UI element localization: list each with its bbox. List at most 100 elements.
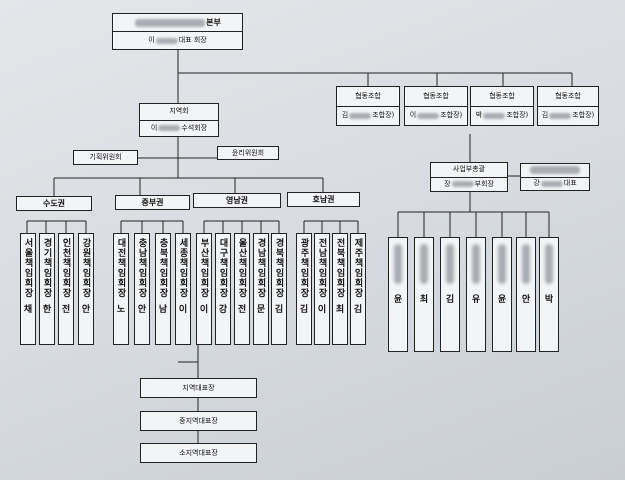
area-label: 영남권 xyxy=(225,195,249,205)
redacted-name xyxy=(530,166,580,175)
leader-name: 이 xyxy=(199,305,209,315)
staff-column: 박 xyxy=(539,237,559,352)
redacted-name xyxy=(446,244,454,284)
ethics-committee-label: 윤리위원회 xyxy=(231,148,265,157)
leader-title: 경남책임회장 xyxy=(255,238,266,298)
area-label: 수도권 xyxy=(42,198,66,208)
leader-name: 이 xyxy=(317,305,327,315)
redacted-name xyxy=(135,18,206,27)
redacted-name xyxy=(155,37,178,44)
business-role: 부회장 xyxy=(474,179,494,188)
union-role: 조합장) xyxy=(572,111,595,120)
area-header-honam: 호남권 xyxy=(287,192,360,207)
leader-name: 안 xyxy=(81,305,91,315)
staff-column: 유 xyxy=(466,237,486,352)
leader-title: 세종책임회장 xyxy=(177,238,188,298)
leader-name: 노 xyxy=(116,305,126,315)
union-box-1: 협동조합 김 조합장) xyxy=(336,86,400,126)
staff-name: 안 xyxy=(521,295,531,305)
redacted-name xyxy=(522,244,530,284)
leader-title: 울산책임회장 xyxy=(236,238,247,298)
redacted-name xyxy=(540,180,563,187)
redacted-name xyxy=(158,125,181,132)
redacted-name xyxy=(545,244,553,284)
leader-title: 경기책임회장 xyxy=(41,238,52,298)
redacted-name xyxy=(417,112,440,119)
leader-title: 강원책임회장 xyxy=(80,238,91,298)
leader-title: 서울책임회장 xyxy=(22,238,33,298)
planning-committee-label: 기획위원회 xyxy=(89,153,122,161)
redacted-name xyxy=(549,112,572,119)
leader-name: 한 xyxy=(42,305,52,315)
top-role: 대표 회장 xyxy=(178,36,207,44)
leader-name: 김 xyxy=(353,305,363,315)
union-role: 조합장) xyxy=(506,111,529,120)
leader-name: 강 xyxy=(218,305,228,315)
headquarters-box: 본부 이 대표 회장 xyxy=(112,13,243,50)
staff-column: 안 xyxy=(516,237,536,352)
leader-name: 문 xyxy=(256,305,266,315)
staff-name: 김 xyxy=(445,295,455,305)
area-label: 호남권 xyxy=(312,194,335,204)
leader-name: 김 xyxy=(274,305,284,315)
region-title: 지역회 xyxy=(169,107,189,116)
area-header-capital: 수도권 xyxy=(16,196,92,211)
staff-name: 최 xyxy=(419,295,429,305)
staff-name: 유 xyxy=(471,295,481,305)
small-regional-rep-label: 소지역대표장 xyxy=(179,448,218,457)
company-box: 강 대표 xyxy=(520,163,590,191)
leader-name: 남 xyxy=(158,305,168,315)
headquarters-title: 본부 xyxy=(206,17,221,27)
staff-column: 최 xyxy=(414,237,434,352)
leader-name: 안 xyxy=(137,305,147,315)
staff-name: 윤 xyxy=(393,295,403,305)
redacted-name xyxy=(498,244,506,284)
regional-rep-label: 지역대표장 xyxy=(182,383,215,392)
union-role: 조합장) xyxy=(372,111,395,120)
mid-regional-rep-box: 중지역대표장 xyxy=(140,411,257,431)
union-name: 김 xyxy=(341,111,349,120)
leader-name: 이 xyxy=(178,305,188,315)
top-prefix: 이 xyxy=(148,36,155,44)
leader-title: 충북책임회장 xyxy=(157,238,168,298)
leader-name: 전 xyxy=(61,305,71,315)
leader-title: 전남책임회장 xyxy=(316,238,327,298)
company-name: 강 xyxy=(533,179,540,188)
union-name: 김 xyxy=(541,111,549,120)
redacted-name xyxy=(349,112,372,119)
leader-title: 대구책임회장 xyxy=(217,238,228,298)
leader-title: 인천책임회장 xyxy=(60,238,71,298)
region-prefix: 이 xyxy=(150,123,158,132)
leader-name: 김 xyxy=(299,305,309,315)
mid-regional-rep-label: 중지역대표장 xyxy=(179,416,218,425)
union-title: 협동조합 xyxy=(489,91,515,100)
leader-title: 경북책임회장 xyxy=(273,238,284,298)
area-header-yeongnam: 영남권 xyxy=(193,193,281,208)
staff-name: 윤 xyxy=(497,295,507,305)
staff-name: 박 xyxy=(544,295,554,305)
planning-committee-box: 기획위원회 xyxy=(73,150,138,165)
company-role: 대표 xyxy=(563,179,577,188)
redacted-name xyxy=(472,244,480,284)
redacted-name xyxy=(451,181,474,188)
leader-title: 광주책임회장 xyxy=(298,238,309,298)
union-name: 박 xyxy=(475,111,483,120)
leader-title: 대전책임회장 xyxy=(115,238,126,298)
union-box-3: 협동조합 박 조합장) xyxy=(470,86,534,126)
redacted-name xyxy=(420,244,428,284)
union-title: 협동조합 xyxy=(355,91,381,100)
